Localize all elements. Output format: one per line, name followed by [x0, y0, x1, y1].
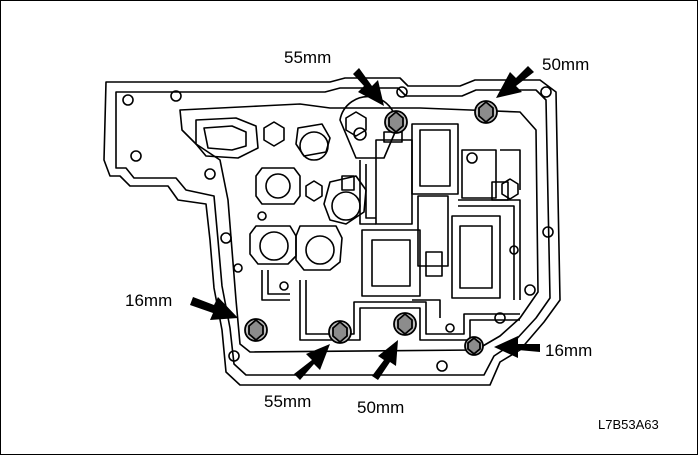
hole	[436, 360, 448, 372]
bolt-55mm-top	[384, 110, 408, 134]
valve-block	[375, 139, 413, 225]
arrow-55mm-top	[353, 68, 384, 106]
solenoid	[249, 225, 297, 265]
valve-block	[451, 215, 501, 299]
callout-label-55mm-bottom: 55mm	[264, 392, 312, 411]
hole	[542, 226, 554, 238]
plate-outline	[179, 103, 539, 353]
hole	[396, 86, 408, 98]
bolt-16mm-right	[464, 336, 484, 356]
solenoid	[323, 175, 367, 225]
hole	[130, 150, 142, 162]
bolt-55mm-bottom	[328, 320, 352, 344]
callout-label-16mm-left: 16mm	[125, 291, 173, 310]
callout-label-55mm-top: 55mm	[284, 48, 332, 67]
valve-block	[461, 149, 497, 199]
figure-code: L7B53A63	[598, 417, 659, 432]
callout-label-50mm-bottom: 50mm	[357, 398, 405, 417]
arrow-16mm-right	[494, 336, 540, 358]
bolt-16mm-left	[244, 318, 268, 342]
hole	[228, 350, 240, 362]
valve-block	[417, 195, 449, 267]
bolt-50mm-top	[474, 100, 498, 124]
valve-block	[361, 229, 421, 297]
hole	[204, 168, 216, 180]
arrow-50mm-top	[496, 66, 534, 98]
arrow-55mm-bottom	[294, 344, 330, 380]
hole	[170, 90, 182, 102]
callout-label-50mm-top: 50mm	[542, 55, 590, 74]
callout-label-16mm-right: 16mm	[545, 341, 593, 360]
solenoid	[255, 167, 301, 205]
arrow-16mm-left	[190, 297, 238, 320]
hole	[540, 86, 552, 98]
bolt-50mm-bottom	[393, 312, 417, 336]
arrow-50mm-bottom	[372, 340, 398, 380]
casing-outline	[103, 77, 561, 386]
hole	[220, 232, 232, 244]
hole	[494, 312, 506, 324]
solenoid	[295, 225, 343, 271]
hole	[122, 94, 134, 106]
hole	[524, 284, 536, 296]
valve-block	[411, 123, 459, 195]
